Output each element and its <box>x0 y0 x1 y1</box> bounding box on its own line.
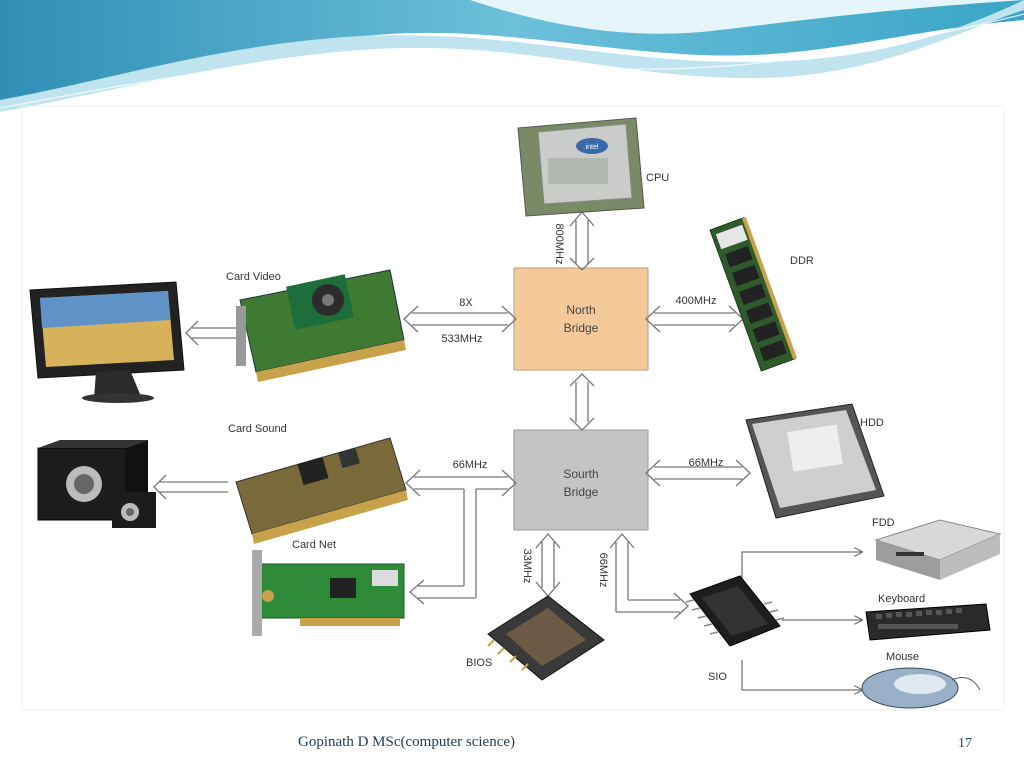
south-sio-arrow <box>609 533 689 620</box>
footer-author: Gopinath D MSc(computer science) <box>298 734 516 750</box>
sound-speakers-arrow <box>153 474 228 500</box>
south-bridge-label-line1: Sourth <box>563 467 598 481</box>
floppy-drive-icon <box>874 519 1002 580</box>
video-monitor-arrow <box>185 320 236 346</box>
speed-video-agp: 8X <box>459 297 473 309</box>
south-bridge: Sourth Bridge <box>513 429 649 531</box>
cpu-north-arrow <box>569 211 595 271</box>
south-hdd-arrow <box>645 459 751 487</box>
north-ddr-arrow <box>645 305 744 333</box>
header-wave-decoration <box>0 0 1024 112</box>
cpu-chip-icon: intel <box>517 117 645 217</box>
monitor-icon <box>29 281 185 403</box>
speed-north-ddr: 400MHz <box>676 295 717 307</box>
cpu-label: CPU <box>646 172 669 184</box>
hdd-label: HDD <box>860 417 884 429</box>
mouse-icon <box>861 667 981 709</box>
page-number: 17 <box>958 736 972 751</box>
north-bridge: North Bridge <box>513 267 649 371</box>
speed-south-sio: 66MHz <box>597 553 609 588</box>
north-south-arrow <box>569 373 595 431</box>
south-bridge-label-line2: Bridge <box>564 485 599 499</box>
card-video-label: Card Video <box>226 271 281 283</box>
speed-video: 533MHz <box>442 333 483 345</box>
keyboard-icon <box>865 603 991 641</box>
speed-south-pci: 66MHz <box>453 459 488 471</box>
south-pci-arrow <box>405 469 517 605</box>
video-north-arrow <box>403 305 517 333</box>
north-bridge-label-line1: North <box>566 303 595 317</box>
sound-card-icon <box>235 437 408 544</box>
diagram-frame <box>21 105 1005 711</box>
bios-chip-icon <box>487 595 605 681</box>
speakers-icon <box>37 440 156 528</box>
south-bios-arrow <box>535 533 561 597</box>
bios-label: BIOS <box>466 657 492 669</box>
speed-south-bios: 33MHz <box>521 549 533 584</box>
mouse-label: Mouse <box>886 651 919 663</box>
sio-peripheral-lines <box>741 552 862 690</box>
keyboard-label: Keyboard <box>878 593 925 605</box>
card-net-label: Card Net <box>292 539 336 551</box>
hard-drive-icon <box>745 403 885 519</box>
network-card-icon <box>252 550 405 636</box>
card-sound-label: Card Sound <box>228 423 287 435</box>
sio-label: SIO <box>708 671 727 683</box>
speed-cpu-north: 800MHz <box>553 224 565 265</box>
ram-module-icon <box>709 217 798 372</box>
svg-text:intel: intel <box>586 144 599 151</box>
sio-chip-icon <box>685 575 785 647</box>
north-bridge-label-line2: Bridge <box>564 321 599 335</box>
fdd-label: FDD <box>872 517 895 529</box>
video-card-icon <box>236 269 406 382</box>
ddr-label: DDR <box>790 255 814 267</box>
speed-south-hdd: 66MHz <box>689 457 724 469</box>
